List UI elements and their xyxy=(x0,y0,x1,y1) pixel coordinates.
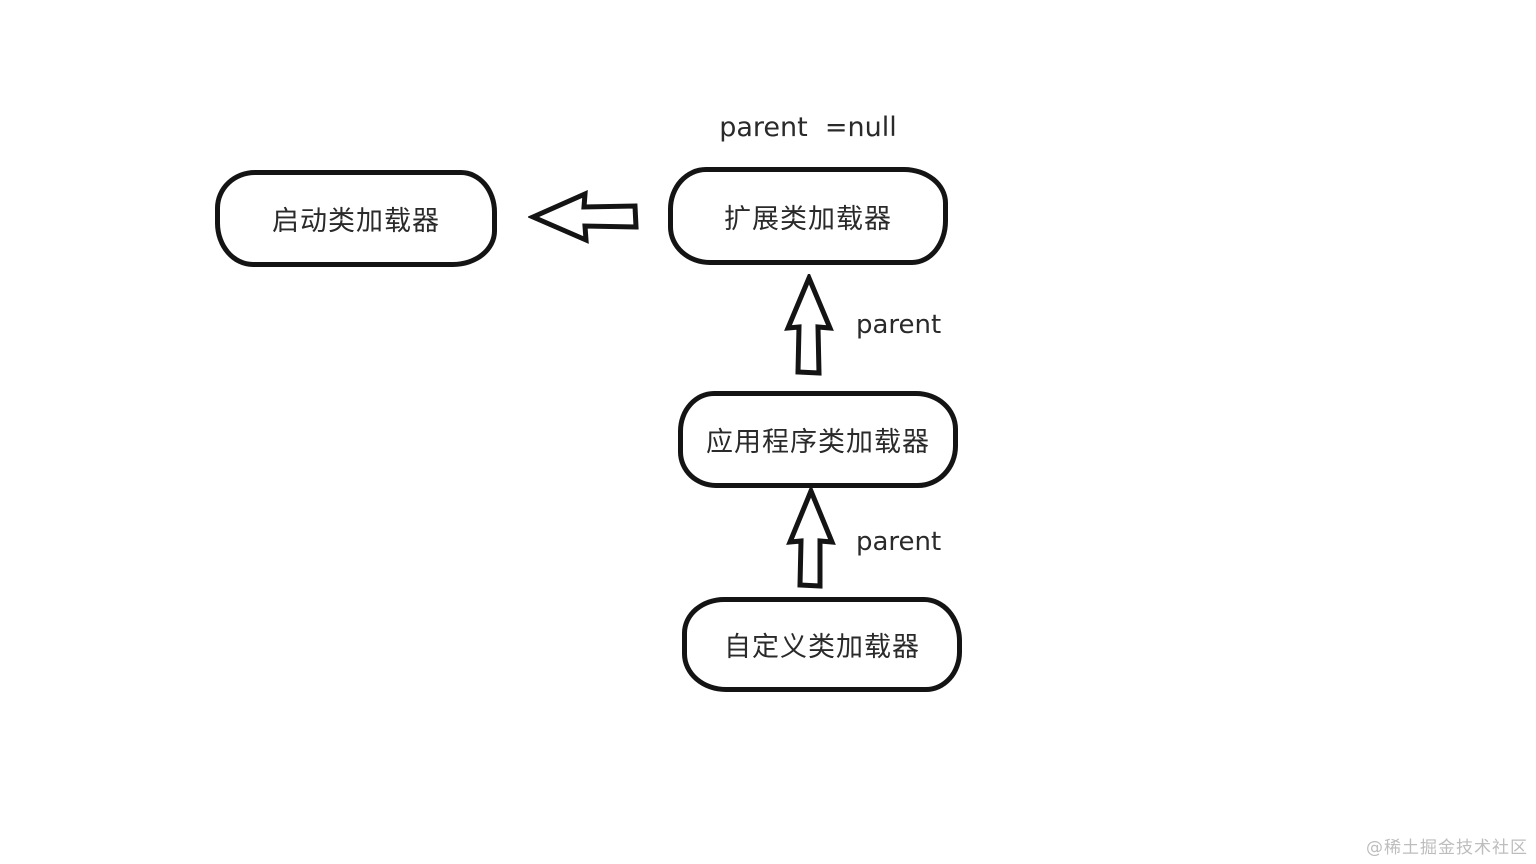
node-label: 自定义类加载器 xyxy=(724,632,920,663)
watermark: @稀土掘金技术社区 xyxy=(1366,838,1528,858)
parent-null-label: parent =null xyxy=(719,112,897,143)
node-extension-classloader: 扩展类加载器 xyxy=(668,167,948,265)
arrow-left-icon xyxy=(528,190,639,244)
node-label: 应用程序类加载器 xyxy=(706,427,930,458)
node-label: 启动类加载器 xyxy=(272,206,440,237)
edge-parent-label: parent xyxy=(856,310,942,340)
node-custom-classloader: 自定义类加载器 xyxy=(682,597,962,692)
arrow-up-icon xyxy=(784,274,834,376)
node-bootstrap-classloader: 启动类加载器 xyxy=(215,170,497,267)
node-application-classloader: 应用程序类加载器 xyxy=(678,391,958,488)
node-label: 扩展类加载器 xyxy=(724,203,892,235)
arrow-up-icon xyxy=(786,487,836,589)
edge-parent-label: parent xyxy=(856,527,942,557)
